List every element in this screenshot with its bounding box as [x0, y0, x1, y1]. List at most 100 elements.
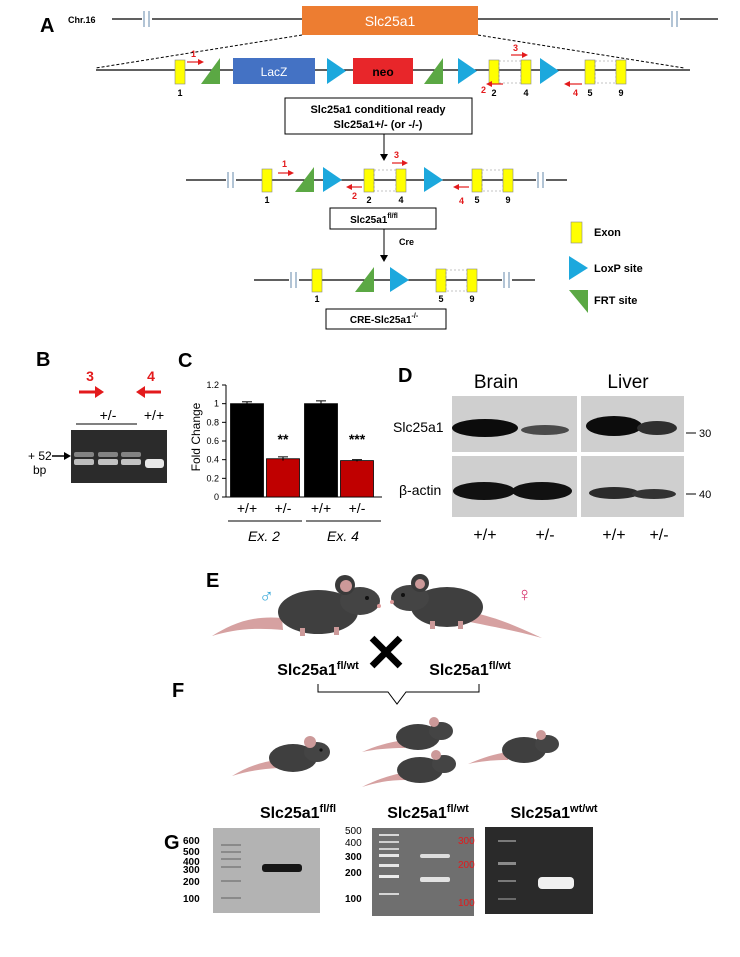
- bar: [340, 460, 374, 498]
- panel-a: A Chr.16 Slc25a1 LacZ neo: [40, 6, 718, 330]
- panel-letter-d: D: [398, 365, 412, 387]
- break-mark: [289, 272, 512, 288]
- x-tick-label: +/+: [311, 500, 331, 516]
- western-blot-actin-brain: [452, 456, 577, 517]
- exon-number: 5: [438, 294, 443, 304]
- loxp-site: [458, 58, 477, 84]
- exon-number: 9: [469, 294, 474, 304]
- loxp-site: [540, 58, 559, 84]
- exon-4: [520, 59, 532, 85]
- significance-ex4: ***: [349, 431, 366, 447]
- mouse-offspring-flfl: [232, 736, 330, 776]
- primer-1-label: 1: [282, 159, 287, 169]
- ladder-label: 100: [183, 894, 200, 905]
- frt-site: [295, 167, 314, 192]
- mouse-offspring-flwt: [362, 717, 456, 787]
- primer-3-label: 3: [394, 150, 399, 160]
- lane-label: +/+: [473, 527, 496, 544]
- exon-legend-icon: [570, 221, 583, 244]
- ladder-label: 200: [458, 860, 475, 871]
- marker-label-30: 30: [699, 428, 711, 440]
- gel-2-ladder-labels-left: 500 400 300 200 100: [345, 826, 362, 905]
- y-tick-label: 0.6: [206, 436, 219, 446]
- wt-label: +/+: [144, 407, 164, 423]
- chromosome-label: Chr.16: [68, 15, 96, 25]
- mouse-female-illustration: [390, 574, 542, 638]
- het-label: +/-: [100, 407, 117, 423]
- loxp-site: [323, 167, 342, 192]
- exon-numbers-row-3: 1 5 9: [314, 294, 474, 304]
- significance-ex2: **: [278, 431, 289, 447]
- panel-letter-b: B: [36, 349, 50, 371]
- ladder-label: 600: [183, 836, 200, 847]
- bar: [230, 403, 264, 498]
- primer-1-label: 1: [191, 49, 196, 59]
- cre-label: Cre: [399, 237, 414, 247]
- ladder-label: 500: [345, 826, 362, 837]
- bp-label-line-1: + 52: [28, 449, 52, 463]
- exon-legend-label: Exon: [594, 227, 621, 239]
- y-tick-label: 0: [214, 492, 219, 502]
- ladder-label: 300: [345, 852, 362, 863]
- exon-number: 1: [177, 88, 182, 98]
- offspring-genotype-flfl: Slc25a1fl/fl: [260, 803, 336, 822]
- zoom-line-right: [477, 34, 685, 69]
- exon-9: [502, 168, 514, 193]
- exon-gap: [498, 60, 522, 84]
- lane-label: +/+: [602, 527, 625, 544]
- gel-2-ladder-labels-right: 300 200 100: [458, 836, 475, 909]
- exon-number: 9: [618, 88, 623, 98]
- bar: [266, 458, 300, 498]
- western-blot-slc25a1-brain: [452, 396, 577, 452]
- exon-9: [615, 59, 627, 85]
- bar-chart: 00.20.40.60.811.2+/++/-+/++/-: [206, 380, 382, 516]
- female-symbol: ♀: [517, 584, 532, 606]
- ladder-label: 300: [458, 836, 475, 847]
- exon-number: 9: [505, 195, 510, 205]
- y-tick-label: 1: [214, 399, 219, 409]
- western-blot-actin-liver: [581, 456, 684, 517]
- exon-1: [311, 268, 323, 293]
- exon-5: [471, 168, 483, 193]
- exon-number: 1: [314, 294, 319, 304]
- primer-3-arrow: [79, 386, 104, 398]
- offspring-genotype-flwt: Slc25a1fl/wt: [387, 803, 469, 822]
- panel-f: F Slc25a1fl/fl Slc25a1fl/wt Slc25a: [172, 680, 598, 822]
- group-label-ex4: Ex. 4: [327, 528, 359, 544]
- heterozygous-label: Slc25a1+/- (or -/-): [334, 119, 423, 131]
- exon-gap: [481, 169, 504, 192]
- primer-4-arrow: [136, 386, 161, 398]
- offspring-bracket: [317, 684, 480, 705]
- offspring-genotype-wtwt: Slc25a1wt/wt: [510, 803, 597, 822]
- panel-letter-e: E: [206, 570, 219, 592]
- gene-bar: [302, 6, 478, 35]
- panel-letter-g: G: [164, 832, 180, 854]
- exon-number: 4: [398, 195, 403, 205]
- y-tick-label: 0.4: [206, 455, 219, 465]
- loxp-legend-icon: [569, 256, 588, 280]
- primer-3-label: 3: [86, 368, 94, 384]
- primer-4-label: 4: [147, 368, 155, 384]
- western-blot-slc25a1-liver: [581, 396, 684, 452]
- primer-2-label: 2: [481, 85, 486, 95]
- ladder-label: 400: [345, 838, 362, 849]
- panel-letter-f: F: [172, 680, 184, 702]
- loxp-legend-label: LoxP site: [594, 263, 643, 275]
- exon-5: [584, 59, 596, 85]
- panel-b: B 3 4 +/- +/+ + 52 bp: [28, 349, 167, 483]
- frt-legend-icon: [569, 290, 588, 313]
- x-tick-label: +/+: [237, 500, 257, 516]
- panel-c: C Fold Change 00.20.40.60.811.2+/++/-+/+…: [178, 350, 382, 544]
- genotyping-gel-1: [213, 828, 320, 913]
- panel-e: E ♂ ♀ ✕ Slc25a1fl/wt Slc: [206, 570, 542, 683]
- tissue-label-brain: Brain: [474, 372, 518, 393]
- gene-bar-label: Slc25a1: [365, 13, 416, 29]
- exon-4: [395, 168, 407, 193]
- frt-site: [355, 267, 374, 292]
- exon-2: [488, 59, 500, 85]
- knockout-label: CRE-Slc25a1-/-: [350, 313, 419, 326]
- break-mark: [142, 11, 680, 27]
- band-arrow: [52, 452, 71, 460]
- protein-label-actin: β-actin: [399, 482, 441, 498]
- exon-5: [435, 268, 447, 293]
